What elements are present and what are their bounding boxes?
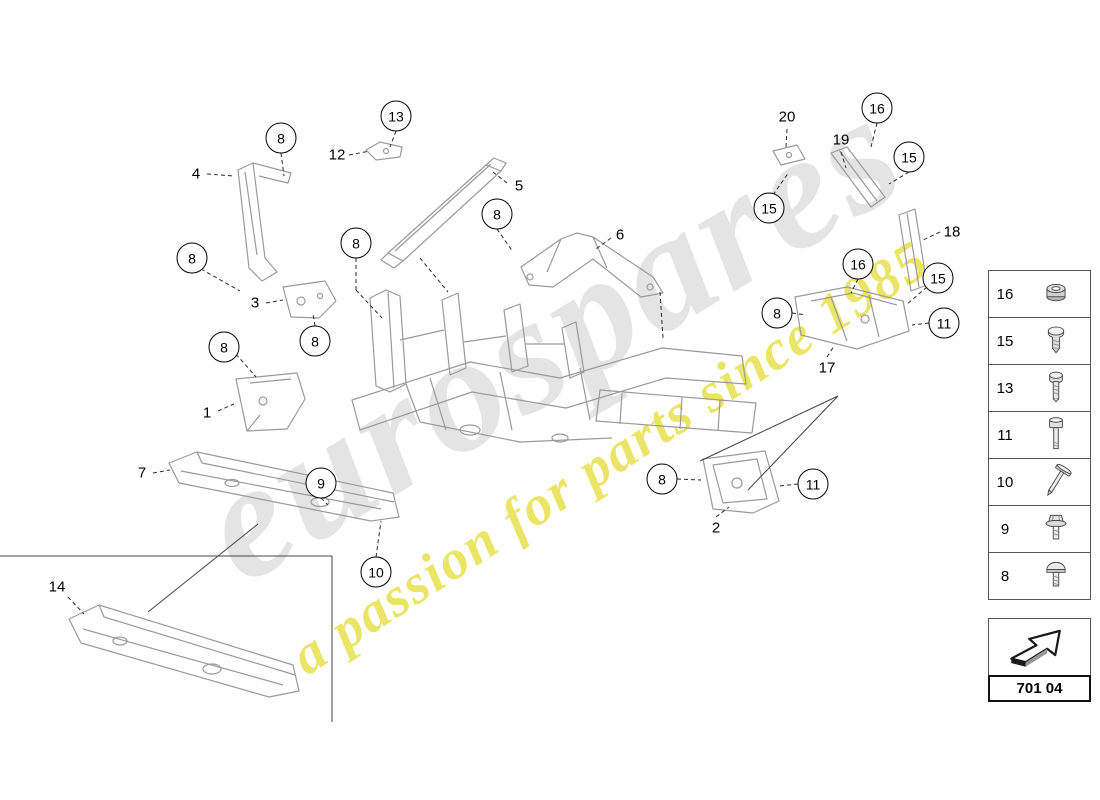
- hardware-item-11: 11: [988, 411, 1091, 459]
- part-code: 701 04: [988, 675, 1091, 702]
- part-label-2: 2: [711, 519, 721, 537]
- callout-circle-16: 16: [861, 92, 893, 124]
- hardware-item-13: 13: [988, 364, 1091, 412]
- part-label-18: 18: [943, 223, 961, 241]
- pan-head-screw-icon: [1021, 321, 1090, 361]
- hardware-item-10: 10: [988, 458, 1091, 506]
- pointer-lines: [0, 395, 839, 722]
- hardware-item-16: 16: [988, 270, 1091, 318]
- part-label-20: 20: [778, 108, 796, 126]
- callout-circle-13: 13: [380, 100, 412, 132]
- hardware-item-number: 16: [996, 285, 1014, 303]
- callout-circle-11: 11: [928, 307, 960, 339]
- hardware-item-15: 15: [988, 317, 1091, 365]
- part-label-1: 1: [202, 404, 212, 422]
- hardware-item-8: 8: [988, 552, 1091, 600]
- hardware-item-number: 10: [996, 473, 1014, 491]
- callout-circle-8: 8: [176, 242, 208, 274]
- grommet-icon: [1021, 274, 1090, 314]
- callout-circle-15: 15: [893, 141, 925, 173]
- hardware-item-number: 15: [996, 332, 1014, 350]
- hardware-item-number: 11: [997, 426, 1013, 444]
- button-head-bolt-icon: [1021, 556, 1090, 596]
- callout-circle-8: 8: [761, 297, 793, 329]
- part-label-7: 7: [137, 464, 147, 482]
- part-label-5: 5: [514, 177, 524, 195]
- callout-circle-8: 8: [265, 122, 297, 154]
- frame-line-art: [68, 141, 928, 698]
- direction-arrow-icon: [988, 618, 1091, 676]
- leader-lines: [67, 122, 941, 615]
- part-label-14: 14: [48, 578, 66, 596]
- hardware-legend: 16 15 13 11 10 9 8: [988, 270, 1091, 600]
- shouldered-bolt-icon: [1021, 368, 1090, 408]
- callout-circle-15: 15: [922, 262, 954, 294]
- part-label-12: 12: [328, 146, 346, 164]
- callout-circle-15: 15: [753, 192, 785, 224]
- part-label-19: 19: [832, 131, 850, 149]
- callout-circle-8: 8: [208, 331, 240, 363]
- callout-circle-10: 10: [360, 556, 392, 588]
- flange-hex-bolt-icon: [1021, 509, 1090, 549]
- cylinder-head-bolt-icon: [1021, 415, 1090, 455]
- callout-circle-9: 9: [305, 467, 337, 499]
- part-label-6: 6: [615, 226, 625, 244]
- hardware-item-number: 8: [1000, 567, 1010, 585]
- callout-circle-8: 8: [299, 325, 331, 357]
- callout-circle-8: 8: [340, 227, 372, 259]
- callout-circle-11: 11: [797, 468, 829, 500]
- part-label-17: 17: [818, 359, 836, 377]
- callout-circle-8: 8: [646, 463, 678, 495]
- callout-circle-16: 16: [842, 248, 874, 280]
- part-code-panel: 701 04: [988, 618, 1091, 702]
- hardware-item-number: 13: [996, 379, 1014, 397]
- callout-circle-8: 8: [481, 198, 513, 230]
- hardware-item-9: 9: [988, 505, 1091, 553]
- part-label-3: 3: [250, 294, 260, 312]
- part-label-4: 4: [191, 165, 201, 183]
- hardware-item-number: 9: [1000, 520, 1010, 538]
- long-screw-icon: [1021, 462, 1090, 502]
